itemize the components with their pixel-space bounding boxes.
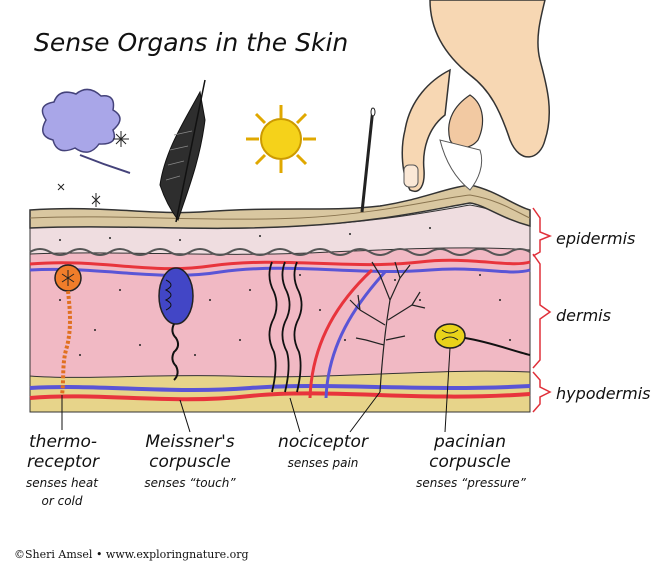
- basement-membrane: [29, 248, 531, 256]
- needle-icon: [360, 107, 376, 213]
- page-title: Sense Organs in the Skin: [34, 28, 349, 57]
- layer-brackets: [532, 207, 553, 413]
- label-nociceptor: nociceptor: [278, 432, 368, 452]
- meissner-corpuscle-drawing: [158, 267, 194, 381]
- pinching-hand-icon: [401, 0, 551, 192]
- label-epidermis: epidermis: [556, 229, 636, 248]
- label-hypodermis: hypodermis: [556, 384, 651, 403]
- dermis-speckles: [59, 227, 511, 356]
- label-meissner-corpuscle: Meissner's corpuscle: [145, 432, 235, 472]
- lower-vein: [29, 384, 531, 392]
- label-thermoreceptor: thermo- receptor: [26, 432, 100, 472]
- cold-icon: [41, 88, 131, 207]
- label-leader-lines: [61, 347, 451, 433]
- desc-meissner-corpuscle: senses “touch”: [144, 476, 236, 490]
- rising-vein: [324, 270, 387, 399]
- sun-icon: [246, 105, 316, 173]
- rising-artery: [308, 268, 374, 399]
- label-dermis: dermis: [556, 306, 611, 325]
- feather-icon: [159, 79, 206, 223]
- lower-artery: [29, 391, 531, 402]
- desc-nociceptor: senses pain: [287, 456, 359, 470]
- desc-pacinian-corpuscle: senses “pressure”: [416, 476, 526, 490]
- free-nerve-endings: [268, 261, 303, 393]
- pacinian-corpuscle-drawing: [434, 323, 531, 356]
- thermoreceptor-drawing: [54, 264, 82, 396]
- upper-artery: [29, 258, 531, 271]
- label-pacinian-corpuscle: pacinian corpuscle: [429, 432, 511, 472]
- credit-text: ©Sheri Amsel • www.exploringnature.org: [14, 548, 249, 561]
- upper-vein: [29, 266, 531, 277]
- nociceptor-drawing: [349, 261, 426, 393]
- desc-thermoreceptor: senses heat or cold: [26, 476, 98, 508]
